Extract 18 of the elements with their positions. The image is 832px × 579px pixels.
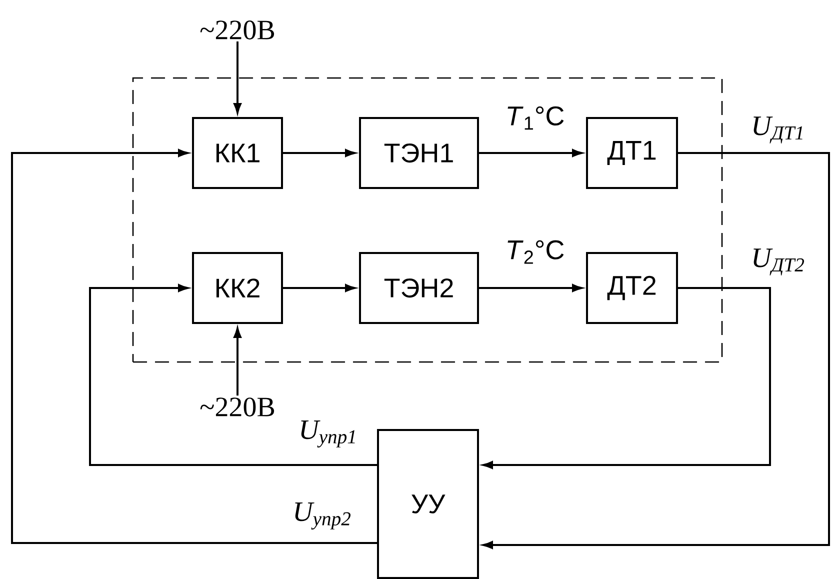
edge-label: U$_{ДТ2}$ xyxy=(750,248,806,276)
edge-label: U$_{упр1}$ xyxy=(298,420,358,448)
supply-label: ~220В xyxy=(200,20,274,40)
edge-label: T$_{1}$°C xyxy=(504,105,566,131)
block-box: УУ xyxy=(377,429,479,579)
edge-label: T$_{2}$°C xyxy=(504,239,566,265)
arrow xyxy=(89,284,377,466)
dashed-frame xyxy=(132,77,723,363)
block-box: КК2 xyxy=(192,252,283,324)
edge-label: U$_{упр2}$ xyxy=(292,502,352,530)
supply-label: ~220В xyxy=(200,398,274,416)
block-box: ТЭН1 xyxy=(359,117,479,189)
block-box: КК1 xyxy=(192,117,283,189)
block-box: ДТ1 xyxy=(586,117,678,189)
block-box: ДТ2 xyxy=(586,252,678,324)
block-box: ТЭН2 xyxy=(359,252,479,324)
edge-label: U$_{ДТ1}$ xyxy=(750,116,806,144)
arrow xyxy=(11,149,377,544)
